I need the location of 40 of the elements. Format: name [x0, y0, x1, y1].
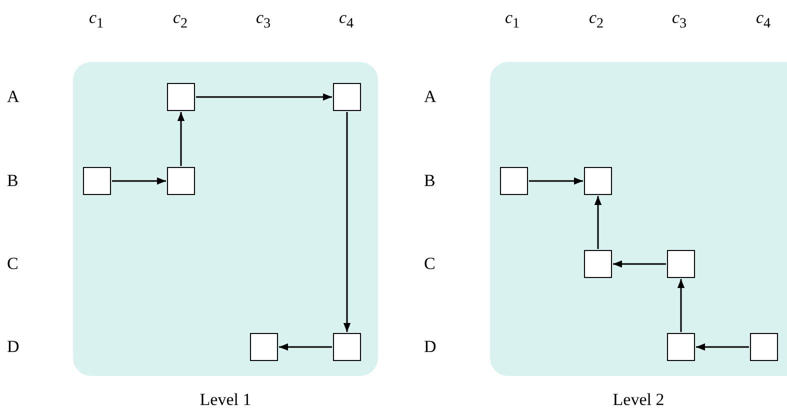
- arrow: [594, 196, 602, 249]
- cell-square: [667, 333, 695, 361]
- column-label: c$_{4}$: [339, 8, 354, 34]
- column-label: c$_{3}$: [672, 8, 687, 34]
- column-label: c$_{1}$: [505, 8, 520, 34]
- row-label: D: [7, 337, 20, 357]
- row-label: C: [424, 254, 436, 274]
- row-label: B: [7, 171, 18, 191]
- cell-square: [250, 333, 278, 361]
- row-label: A: [424, 87, 436, 107]
- arrow: [112, 177, 166, 185]
- column-label: c$_{1}$: [89, 8, 104, 34]
- arrow: [677, 279, 685, 332]
- arrow: [279, 343, 332, 351]
- column-label: c$_{4}$: [756, 8, 771, 34]
- row-label: C: [7, 254, 18, 274]
- column-label: c$_{2}$: [589, 8, 604, 34]
- cell-square: [667, 250, 695, 278]
- row-label: B: [424, 171, 436, 191]
- arrow: [529, 177, 583, 185]
- cell-square: [500, 167, 528, 195]
- arrow: [696, 343, 749, 351]
- panel-caption: Level 2: [612, 390, 666, 410]
- arrow: [613, 260, 666, 268]
- row-label: A: [7, 87, 20, 107]
- cell-square: [167, 167, 195, 195]
- panel-caption: Level 1: [198, 390, 252, 410]
- arrow: [343, 112, 351, 332]
- column-label: c$_{2}$: [173, 8, 188, 34]
- arrow: [196, 93, 332, 101]
- cell-square: [584, 167, 612, 195]
- row-label: D: [424, 337, 436, 357]
- column-label: c$_{3}$: [256, 8, 271, 34]
- cell-square: [584, 250, 612, 278]
- cell-square: [333, 83, 361, 111]
- arrow: [177, 112, 185, 166]
- cell-square: [750, 333, 778, 361]
- cell-square: [167, 83, 195, 111]
- cell-square: [83, 167, 111, 195]
- cell-square: [333, 333, 361, 361]
